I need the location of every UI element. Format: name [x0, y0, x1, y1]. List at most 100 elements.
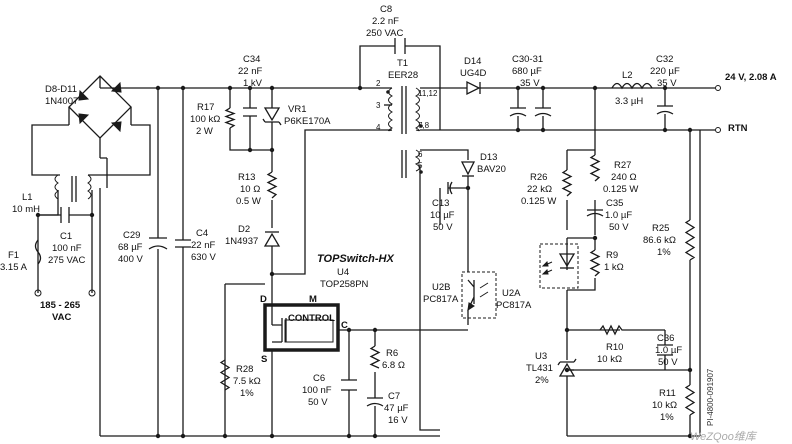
r17-ref: R17	[197, 102, 214, 113]
c1-rating: 275 VAC	[48, 255, 85, 266]
r13-rating: 0.5 W	[236, 196, 261, 207]
r17-value: 100 kΩ	[190, 114, 220, 125]
u2a-ref: U2A	[502, 288, 521, 299]
output-terminals	[700, 85, 721, 133]
r28-value: 7.5 kΩ	[233, 376, 261, 387]
bridge-rectifier	[68, 75, 132, 158]
c13-capacitor	[447, 181, 453, 195]
c13-value: 10 µF	[430, 210, 455, 221]
l1-ref: L1	[22, 192, 33, 203]
c4-capacitor	[175, 239, 191, 248]
r10-value: 10 kΩ	[597, 354, 622, 365]
c7-ref: C7	[388, 391, 400, 402]
c8-value: 2.2 nF	[372, 16, 399, 27]
c6-rating: 50 V	[308, 397, 328, 408]
fuse	[34, 239, 96, 297]
u3-part: TL431	[526, 363, 553, 374]
t1-pin5: 5	[418, 161, 423, 170]
c4-rating: 630 V	[191, 252, 216, 263]
r11-resistor	[684, 384, 696, 416]
c6-value: 100 nF	[302, 385, 332, 396]
pin-m-label: M	[309, 294, 317, 305]
u2b-opto-transistor	[461, 271, 497, 319]
c30-31-ref: C30-31	[512, 54, 543, 65]
r28-tolerance: 1%	[240, 388, 254, 399]
d2-diode	[263, 231, 281, 247]
r27-resistor	[589, 154, 601, 182]
r11-ref: R11	[659, 388, 676, 399]
c29-ref: C29	[123, 230, 140, 241]
r9-ref: R9	[606, 250, 618, 261]
f1-ref: F1	[8, 250, 19, 261]
u2a-part: PC817A	[496, 300, 532, 311]
r25-ref: R25	[652, 223, 669, 234]
t1-pin7-8: 7,8	[418, 121, 430, 130]
t1-pin6: 6	[418, 150, 423, 159]
c7-value: 47 µF	[384, 403, 409, 414]
u2b-ref: U2B	[432, 282, 450, 293]
c4-ref: C4	[196, 228, 208, 239]
r27-rating: 0.125 W	[603, 184, 638, 195]
t1-pin3: 3	[376, 101, 381, 110]
bridge-ref: D8-D11	[45, 84, 77, 95]
c35-rating: 50 V	[609, 222, 629, 233]
c32-ref: C32	[656, 54, 673, 65]
l2-ref: L2	[622, 70, 633, 81]
r27-ref: R27	[614, 160, 631, 171]
c30-31-rating: 35 V	[520, 78, 540, 89]
drawing-number: PI-4800-091907	[706, 368, 715, 426]
r25-tolerance: 1%	[657, 247, 671, 258]
c1-value: 100 nF	[52, 243, 82, 254]
topswitch-title: TOPSwitch-HX	[317, 253, 394, 265]
c6-capacitor	[341, 379, 357, 391]
pin-s-label: S	[261, 354, 267, 365]
d14-part: UG4D	[460, 68, 487, 79]
r25-resistor	[684, 219, 696, 261]
wires	[31, 45, 701, 437]
t1-part: EER28	[388, 70, 418, 81]
r26-rating: 0.125 W	[521, 196, 556, 207]
r17-rating: 2 W	[196, 126, 213, 137]
t1-pin4: 4	[376, 123, 381, 132]
c36-capacitor	[657, 344, 673, 356]
c6-ref: C6	[313, 373, 325, 384]
c32-capacitor	[656, 105, 674, 115]
c7-capacitor	[366, 380, 384, 415]
u4-ref: U4	[337, 267, 349, 278]
control-label: CONTROL	[288, 313, 335, 324]
d13-ref: D13	[480, 152, 497, 163]
c35-ref: C35	[606, 198, 623, 209]
r26-ref: R26	[530, 172, 547, 183]
common-mode-choke	[54, 174, 92, 202]
c34-capacitor	[243, 107, 257, 117]
r6-value: 6.8 Ω	[382, 360, 405, 371]
c4-value: 22 nF	[191, 240, 215, 251]
u3-ref: U3	[535, 351, 547, 362]
c7-rating: 16 V	[388, 415, 408, 426]
r9-value: 1 kΩ	[604, 262, 624, 273]
r28-resistor	[219, 359, 231, 391]
d2-ref: D2	[238, 224, 250, 235]
r26-value: 22 kΩ	[527, 184, 552, 195]
c32-rating: 35 V	[657, 78, 677, 89]
t1-pin11-12: 11,12	[418, 89, 438, 98]
c29-value: 68 µF	[118, 242, 143, 253]
t1-ref: T1	[397, 58, 408, 69]
pin-c-label: C	[341, 320, 348, 331]
c34-rating: 1 kV	[243, 78, 263, 89]
t1-pin2: 2	[376, 79, 381, 88]
c8-rating: 250 VAC	[366, 28, 403, 39]
c13-rating: 50 V	[433, 222, 453, 233]
c13-ref: C13	[432, 198, 449, 209]
junctions	[35, 85, 693, 439]
u3-tolerance: 2%	[535, 375, 549, 386]
l1-value: 10 mH	[12, 204, 40, 215]
d14-diode	[466, 80, 481, 96]
u2b-part: PC817A	[423, 294, 459, 305]
d13-part: BAV20	[477, 164, 506, 175]
c8-ref: C8	[380, 4, 392, 15]
r13-value: 10 Ω	[240, 184, 260, 195]
r28-ref: R28	[236, 364, 253, 375]
c30-31-capacitors	[509, 107, 552, 117]
